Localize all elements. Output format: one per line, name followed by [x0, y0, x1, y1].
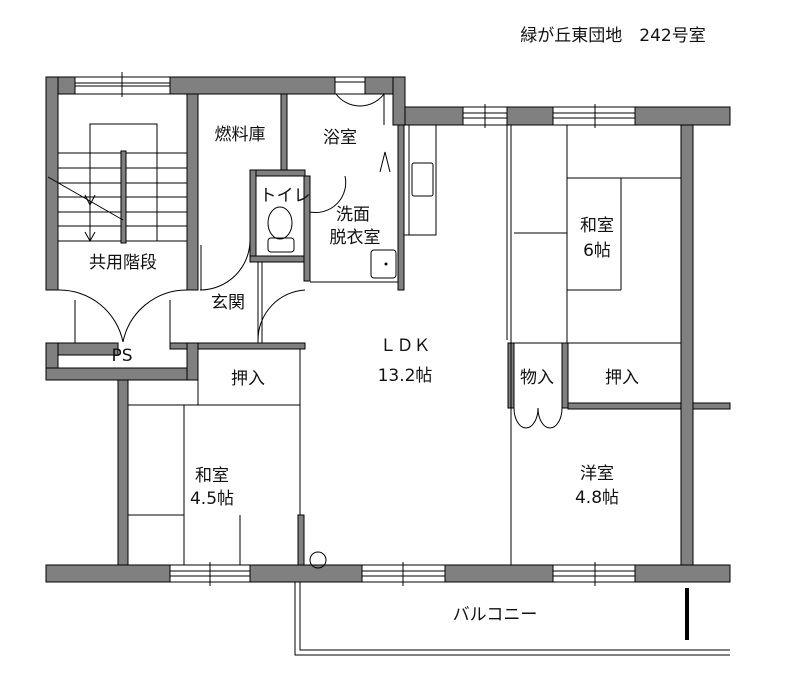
closet-bottom-wall	[567, 402, 682, 410]
balcony-partition	[685, 588, 689, 640]
label-balcony: バルコニー	[453, 605, 538, 625]
left-wall-upper	[45, 76, 59, 291]
label-washitsu-small-size: 4.5帖	[190, 489, 234, 509]
stair-handrail	[120, 150, 127, 244]
label-storage: 物入	[520, 368, 554, 388]
storage-right-wall	[561, 342, 569, 409]
bath-bottom-wall	[249, 169, 306, 177]
label-bath: 浴室	[323, 128, 357, 148]
label-western: 洋室	[580, 464, 614, 484]
label-fuel-storage: 燃料庫	[215, 125, 266, 145]
label-ldk: ＬＤＫ	[380, 336, 431, 356]
fuel-bath-wall	[280, 93, 288, 173]
unit-title: 緑が丘東団地 242号室	[520, 26, 705, 46]
left-wall-lower	[117, 379, 129, 566]
label-washroom-1: 洗面	[336, 205, 370, 225]
label-washroom-2: 脱衣室	[330, 228, 381, 248]
column-icon	[309, 551, 327, 569]
toilet-left-wall	[249, 169, 257, 263]
label-western-size: 4.8帖	[575, 488, 619, 508]
right-stub-wall	[692, 402, 731, 410]
ps-bottom-wall	[45, 367, 196, 381]
window-western	[552, 564, 636, 583]
washroom-right-wall	[397, 124, 405, 291]
label-closet-left: 押入	[231, 369, 265, 389]
ldk-corner-wall	[297, 514, 305, 566]
label-ldk-size: 13.2帖	[378, 366, 433, 386]
toilet-icon	[267, 206, 293, 240]
interior-lines	[47, 93, 730, 656]
toilet-bottom-wall	[249, 255, 311, 263]
stair-wall	[186, 93, 199, 291]
toilet-right-wall	[303, 175, 311, 282]
label-entrance: 玄関	[211, 293, 245, 313]
sink-icon	[370, 249, 397, 279]
windows	[74, 72, 636, 586]
label-washitsu-large-size: 6帖	[583, 241, 611, 261]
kitchen-sink-icon	[411, 162, 434, 197]
label-washitsu-large: 和室	[580, 216, 614, 236]
kitchen-counter	[403, 124, 437, 236]
label-stairs: 共用階段	[89, 253, 157, 273]
label-closet-right: 押入	[605, 368, 639, 388]
window-washitsu	[552, 106, 636, 126]
right-wall	[680, 124, 694, 566]
window-bath	[334, 76, 366, 95]
label-washitsu-small: 和室	[195, 466, 229, 486]
label-toilet: トイレ	[260, 186, 311, 206]
ps-right-wall	[186, 342, 199, 381]
balcony-outline	[294, 582, 730, 656]
step-wall	[392, 76, 406, 126]
label-ps: PS	[111, 346, 132, 366]
